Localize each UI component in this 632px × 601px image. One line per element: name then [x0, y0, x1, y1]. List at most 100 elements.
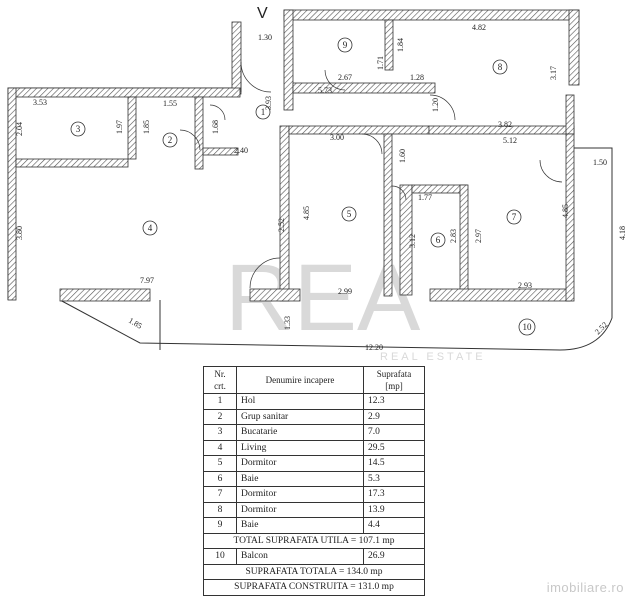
cell-area: 13.9 [363, 501, 425, 518]
cell-nr: 4 [203, 439, 237, 456]
header-name: Denumire incapere [236, 366, 364, 394]
cell-name: Living [236, 439, 364, 456]
dim-label: 2.93 [518, 281, 532, 290]
dim-label: 1.84 [396, 38, 405, 52]
dim-label: 1.77 [418, 193, 432, 202]
room-number: 10 [523, 322, 533, 332]
cell-nr: 3 [203, 424, 237, 441]
dim-label: 1.85 [142, 120, 151, 134]
walls [7, 9, 580, 302]
cell-name: Dormitor [236, 486, 364, 503]
room-number: 8 [498, 62, 503, 72]
dim-label: 1.50 [593, 158, 607, 167]
dim-label: 4.18 [618, 226, 627, 240]
dim-label: 1.68 [211, 120, 220, 134]
dim-label: 3.80 [15, 226, 24, 240]
cell-area: 17.3 [363, 486, 425, 503]
cell-area: 7.0 [363, 424, 425, 441]
cell-nr: 9 [203, 517, 237, 534]
areas-table: Nr. crt. Denumire incapere Suprafata [mp… [203, 366, 425, 596]
dim-label: 1.60 [398, 149, 407, 163]
cell-name: Grup sanitar [236, 408, 364, 425]
cell-nr: 2 [203, 408, 237, 425]
dim-label: 5.73 [318, 86, 332, 95]
dim-label: 1.71 [376, 56, 385, 70]
room-number: 9 [343, 40, 348, 50]
dim-label: 1.55 [163, 99, 177, 108]
cell-area: 4.4 [363, 517, 425, 534]
construita-row: SUPRAFATA CONSTRUITA = 131.0 mp [203, 579, 425, 596]
total-utila-row: TOTAL SUPRAFATA UTILA = 107.1 mp [203, 532, 425, 549]
dim-label: 1.33 [283, 316, 292, 330]
room-number: 4 [148, 223, 153, 233]
cell-nr: 5 [203, 455, 237, 472]
room-number: 3 [76, 124, 81, 134]
cell-nr: 1 [203, 393, 237, 410]
dim-label: 2.40 [234, 146, 248, 155]
room-numbers: 1 2 3 4 5 6 7 8 9 10 [76, 40, 532, 332]
dim-label: 2.04 [15, 122, 24, 136]
cell-area: 26.9 [363, 548, 425, 565]
dim-label: 1.20 [431, 98, 440, 112]
dim-label: 2.83 [449, 229, 458, 243]
room-number: 2 [168, 135, 173, 145]
table-header-row: Nr. crt. Denumire incapere Suprafata [mp… [203, 366, 425, 394]
cell-area: 5.3 [363, 470, 425, 487]
floor-plan: REA REAL ESTATE [7, 5, 627, 363]
dim-label: 4.85 [561, 204, 570, 218]
dim-label: 2.52 [277, 218, 286, 232]
doors [179, 61, 563, 289]
cell-area: 29.5 [363, 439, 425, 456]
cell-name: Baie [236, 517, 364, 534]
cell-name: Dormitor [236, 501, 364, 518]
dim-label: 3.93 [264, 96, 273, 110]
dim-label: 1.85 [127, 316, 144, 331]
header-area: Suprafata [mp] [363, 366, 425, 394]
cell-area: 12.3 [363, 393, 425, 410]
dim-label: 3.12 [408, 234, 417, 248]
cell-area: 2.9 [363, 408, 425, 425]
dim-label: 1.28 [410, 73, 424, 82]
cell-area: 14.5 [363, 455, 425, 472]
cell-name: Bucatarie [236, 424, 364, 441]
cell-name: Balcon [236, 548, 364, 565]
brand-watermark: imobiliare.ro [546, 580, 624, 595]
cell-name: Dormitor [236, 455, 364, 472]
room-number: 7 [512, 212, 517, 222]
dim-label: 1.97 [115, 120, 124, 134]
dim-label: 5.12 [503, 136, 517, 145]
dim-label: 2.97 [474, 229, 483, 243]
dim-label: 1.30 [258, 33, 272, 42]
dim-label: 2.52 [593, 320, 609, 336]
cell-nr: 6 [203, 470, 237, 487]
room-number: 1 [261, 107, 266, 117]
dim-label: 3.53 [33, 98, 47, 107]
total-suprafata: SUPRAFATA TOTALA = 134.0 mp [203, 563, 425, 580]
dim-label: 4.82 [472, 23, 486, 32]
cell-name: Hol [236, 393, 364, 410]
dim-label: 12.20 [365, 343, 383, 352]
room-number: 5 [347, 209, 352, 219]
dim-label: 4.85 [302, 206, 311, 220]
dim-label: 3.00 [330, 133, 344, 142]
entry-marker: V [257, 5, 268, 22]
dim-label: 3.17 [549, 66, 558, 80]
dim-label: 2.99 [338, 287, 352, 296]
total-row: SUPRAFATA TOTALA = 134.0 mp [203, 563, 425, 580]
cell-nr: 10 [203, 548, 237, 565]
dim-label: 7.97 [140, 276, 154, 285]
outer-line-left [7, 87, 240, 300]
dimension-labels: 1.30 4.82 1.84 1.71 2.67 1.28 5.73 3.17 … [15, 23, 627, 352]
header-nr: Nr. crt. [203, 366, 237, 394]
suprafata-construita: SUPRAFATA CONSTRUITA = 131.0 mp [203, 579, 425, 596]
watermark-tagline: REAL ESTATE [380, 351, 486, 363]
